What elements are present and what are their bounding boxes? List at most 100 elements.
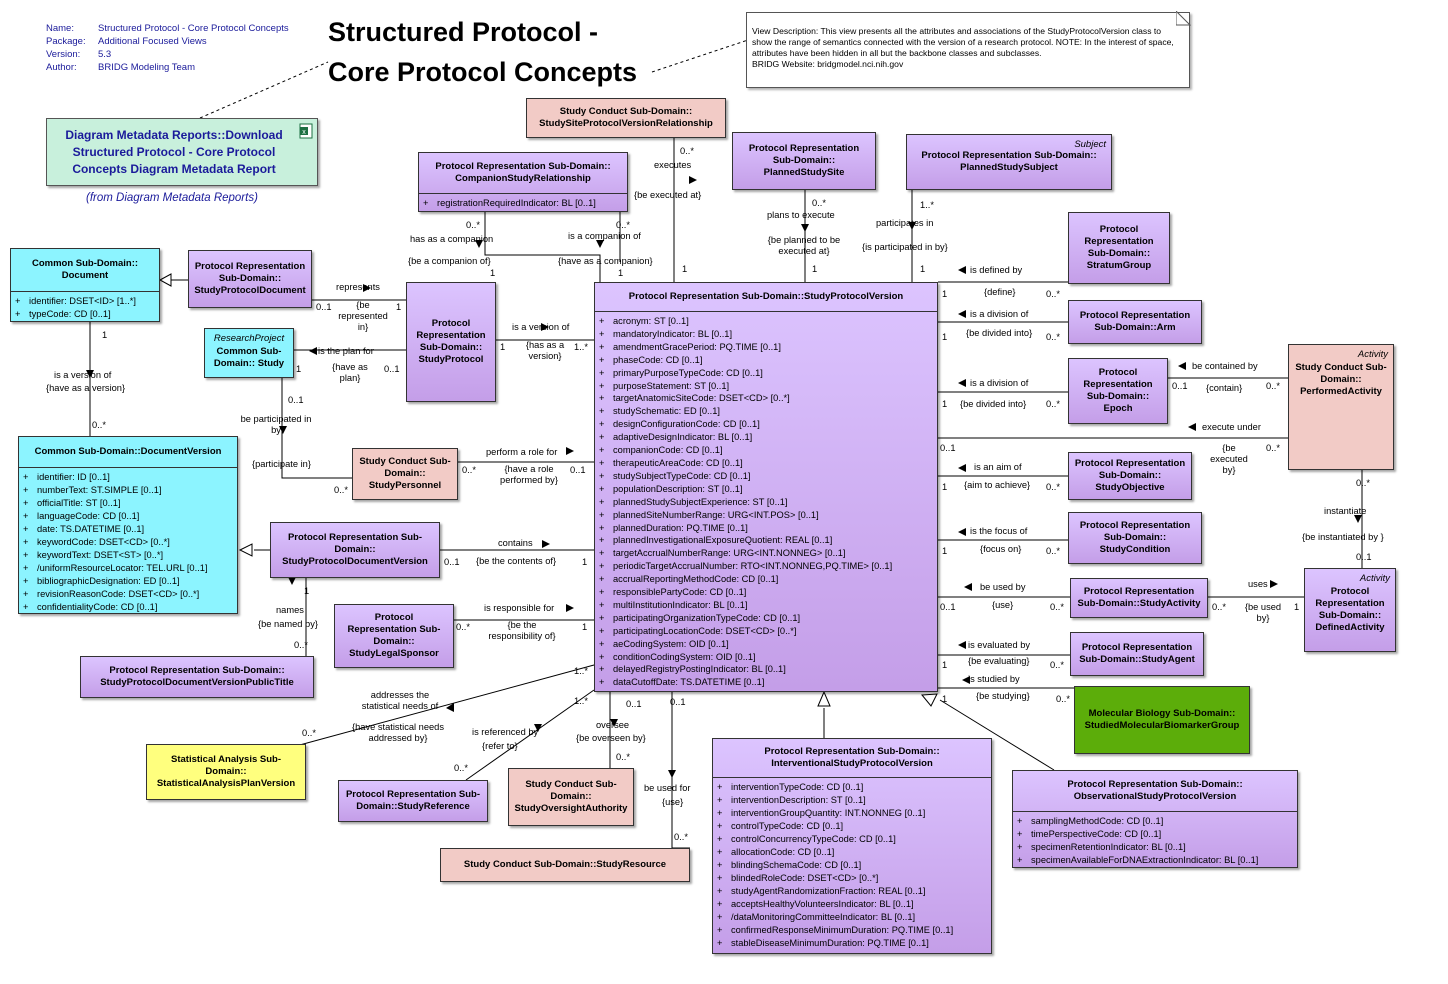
class-stratum-group[interactable]: Protocol Representation Sub-Domain:: Str… [1068,212,1170,284]
attribute: amendmentGracePeriod: PQ.TIME [0..1] [599,341,933,354]
class-study-protocol-document[interactable]: Protocol Representation Sub-Domain:: Stu… [188,250,312,308]
mult-label: 0..* [1212,602,1226,612]
attribute: controlTypeCode: CD [0..1] [717,820,987,833]
attribute: keywordText: DSET<ST> [0..*] [23,549,233,562]
assoc-label: names [276,605,304,615]
svg-text:x: x [302,129,306,136]
class-name: Protocol Representation Sub-Domain:: Stu… [194,261,306,296]
class-study-objective[interactable]: Protocol Representation Sub-Domain:: Stu… [1068,452,1192,500]
note-website: BRIDG Website: bridgmodel.nci.nih.gov [752,59,904,69]
class-interventional-study-protocol-version[interactable]: Protocol Representation Sub-Domain:: Int… [712,738,992,954]
mult-label: 0..1 [570,465,586,475]
assoc-label: uses [1248,579,1268,589]
assoc-label: {be named by} [258,619,318,629]
class-document-version[interactable]: Common Sub-Domain::DocumentVersion ident… [18,436,238,614]
mult-label: 0..* [1046,546,1060,556]
class-attributes: interventionTypeCode: CD [0..1] interven… [713,777,991,952]
class-study-condition[interactable]: Protocol Representation Sub-Domain:: Stu… [1068,512,1202,564]
mult-label: 0..* [616,752,630,762]
class-study-site-protocol-version-relationship[interactable]: Study Conduct Sub-Domain:: StudySiteProt… [526,98,726,138]
attribute: participatingLocationCode: DSET<CD> [0..… [599,625,933,638]
class-arm[interactable]: Protocol Representation Sub-Domain::Arm [1068,300,1202,344]
attribute: controlConcurrencyTypeCode: CD [0..1] [717,833,987,846]
class-study-resource[interactable]: Study Conduct Sub-Domain::StudyResource [440,848,690,882]
attribute: confirmedResponseMinimumDuration: PQ.TIM… [717,924,987,937]
mult-label: 1 [682,264,688,274]
class-name: Study Conduct Sub-Domain:: StudyOversigh… [514,779,628,814]
class-study-reference[interactable]: Protocol Representation Sub-Domain::Stud… [338,780,488,822]
mult-label: 0..* [1046,482,1060,492]
class-name: Protocol Representation Sub-Domain:: Stu… [1074,458,1186,493]
class-name: Protocol Representation Sub-Domain::Stud… [1077,586,1201,609]
class-study[interactable]: ResearchProject Common Sub-Domain:: Stud… [204,328,294,378]
class-attributes: identifier: ID [0..1] numberText: ST.SIM… [19,467,237,616]
mult-label: 1 [500,342,506,352]
report-title[interactable]: Diagram Metadata Reports::Download Struc… [65,128,283,176]
class-study-oversight-authority[interactable]: Study Conduct Sub-Domain:: StudyOversigh… [508,768,634,826]
meta-package-label: Package: [46,36,86,47]
mult-label: 1 [490,268,496,278]
mult-label: 1..* [574,666,588,676]
assoc-label: {define} [984,287,1016,297]
attribute: plannedInvestigationalExposureQuotient: … [599,534,933,547]
class-name: Protocol Representation Sub-Domain:: Stu… [347,612,441,659]
attribute: studyAgentRandomizationFraction: REAL [0… [717,885,987,898]
class-attributes: identifier: DSET<ID> [1..*] typeCode: CD… [11,291,159,323]
attribute: populationDescription: ST [0..1] [599,483,933,496]
assoc-label: be contained by [1192,361,1258,371]
class-name: Protocol Representation Sub-Domain:: Pla… [921,150,1097,173]
mult-label: 1 [396,302,402,312]
attribute: mandatoryIndicator: BL [0..1] [599,328,933,341]
assoc-label: be used for [644,783,691,793]
class-study-protocol[interactable]: Protocol Representation Sub-Domain:: Stu… [406,282,496,402]
class-epoch[interactable]: Protocol Representation Sub-Domain:: Epo… [1068,358,1168,424]
note-text: View Description: This view presents all… [752,26,1174,58]
class-planned-study-site[interactable]: Protocol Representation Sub-Domain:: Pla… [732,132,876,190]
class-study-personnel[interactable]: Study Conduct Sub-Domain:: StudyPersonne… [352,448,458,500]
class-defined-activity[interactable]: Activity Protocol Representation Sub-Dom… [1304,568,1396,652]
class-name: Protocol Representation Sub-Domain:: Com… [435,161,611,184]
class-study-protocol-document-version[interactable]: Protocol Representation Sub-Domain:: Stu… [270,522,440,578]
mult-label: 0..* [302,728,316,738]
meta-version-label: Version: [46,49,81,60]
meta-package: Additional Focused Views [98,36,207,47]
class-name: Protocol Representation Sub-Domain:: Obs… [1067,779,1243,802]
class-stereotype: Activity [1357,349,1388,360]
mult-label: 0..* [1046,332,1060,342]
metadata-report-artifact[interactable]: Diagram Metadata Reports::Download Struc… [46,118,318,186]
class-studied-molecular-biomarker-group[interactable]: Molecular Biology Sub-Domain:: StudiedMo… [1074,686,1250,754]
diagram-title: Structured Protocol - Core Protocol Conc… [328,12,637,92]
attribute: acceptsHealthyVolunteersIndicator: BL [0… [717,898,987,911]
mult-label: 1..* [574,342,588,352]
assoc-label: be used by [980,582,1026,592]
class-study-protocol-document-version-public-title[interactable]: Protocol Representation Sub-Domain:: Stu… [80,656,314,698]
assoc-label: is defined by [970,265,1023,275]
class-performed-activity[interactable]: Activity Study Conduct Sub-Domain:: Perf… [1288,344,1394,470]
assoc-label: contains [498,538,533,548]
class-name: Protocol Representation Sub-Domain:: Pla… [748,143,860,178]
assoc-label: is an aim of [974,462,1022,472]
assoc-label: {be the responsibility of} [488,620,556,641]
class-companion-study-relationship[interactable]: Protocol Representation Sub-Domain:: Com… [418,152,628,212]
mult-label: 0..1 [444,557,460,567]
class-document[interactable]: Common Sub-Domain:: Document identifier:… [10,248,160,322]
class-attributes: acronym: ST [0..1] mandatoryIndicator: B… [595,311,937,691]
mult-label: 0..* [680,146,694,156]
attribute: primaryPurposeTypeCode: CD [0..1] [599,367,933,380]
assoc-label: {is participated in by} [862,242,948,252]
gen-arrow-docversion [238,543,253,557]
meta-version: 5.3 [98,49,112,60]
attribute: therapeuticAreaCode: CD [0..1] [599,457,933,470]
class-statistical-analysis-plan-version[interactable]: Statistical Analysis Sub-Domain:: Statis… [146,744,306,800]
mult-label: 0..1 [288,395,304,405]
class-study-activity[interactable]: Protocol Representation Sub-Domain::Stud… [1070,578,1208,618]
attribute: blindedRoleCode: DSET<CD> [0..*] [717,872,987,885]
class-planned-study-subject[interactable]: Subject Protocol Representation Sub-Doma… [906,134,1112,190]
class-study-agent[interactable]: Protocol Representation Sub-Domain::Stud… [1070,632,1204,676]
class-study-protocol-version[interactable]: Protocol Representation Sub-Domain::Stud… [594,282,938,692]
class-study-legal-sponsor[interactable]: Protocol Representation Sub-Domain:: Stu… [334,604,454,668]
mult-label: 0..1 [384,364,400,374]
class-observational-study-protocol-version[interactable]: Protocol Representation Sub-Domain:: Obs… [1012,770,1298,868]
assoc-label: oversee [596,720,630,730]
class-name: Molecular Biology Sub-Domain:: StudiedMo… [1084,708,1240,731]
